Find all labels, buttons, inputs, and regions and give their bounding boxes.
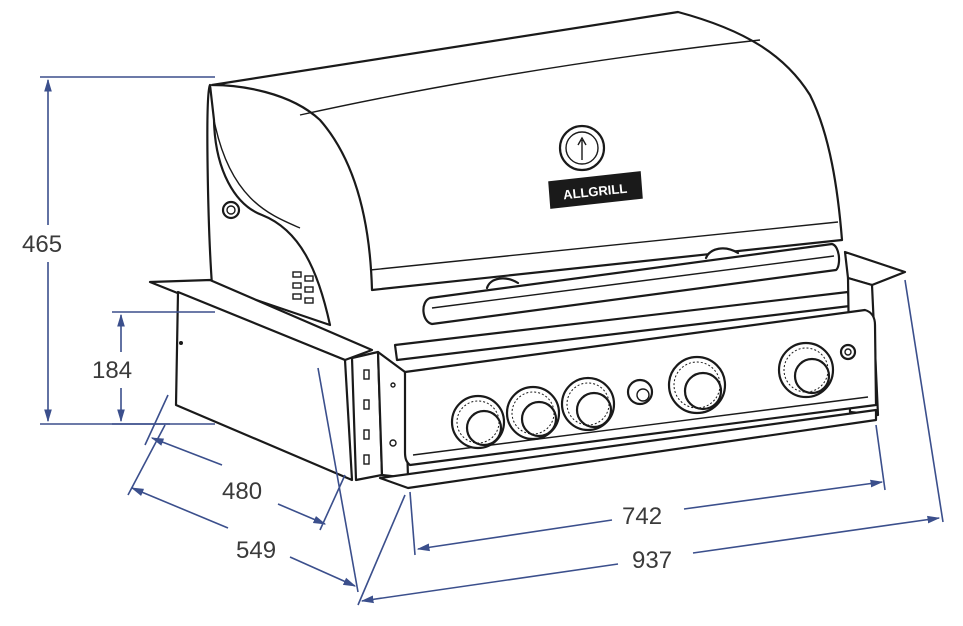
bottom-rail (378, 408, 878, 490)
dimension-lines (40, 76, 944, 606)
depth-body-label: 480 (222, 478, 262, 505)
burner-knob-4 (667, 355, 727, 415)
dimension-labels: 465 184 480 549 742 937 (22, 231, 672, 574)
insulation-jacket (174, 290, 354, 482)
burner-knob-2 (505, 385, 561, 441)
width-body-label: 742 (622, 503, 662, 530)
grill-illustration: ALLGRILL (148, 10, 907, 490)
thermometer-icon (558, 124, 606, 172)
hood-handle (422, 242, 841, 326)
control-knobs (450, 341, 857, 450)
brand-badge: ALLGRILL (548, 171, 643, 209)
width-total-label: 937 (632, 547, 672, 574)
handle-post-left (485, 277, 520, 290)
side-bracket (350, 350, 384, 482)
burner-knob-1 (450, 394, 506, 450)
bracket-slots (363, 369, 397, 465)
hood-side-cap (206, 83, 332, 327)
height-body-label: 184 (92, 357, 132, 384)
light-switch (839, 343, 857, 361)
handle-post-right (704, 247, 740, 260)
rear-burner-knob (777, 341, 835, 399)
burner-knob-3 (560, 376, 616, 432)
side-vents (292, 271, 314, 304)
depth-total-label: 549 (236, 537, 276, 564)
height-total-label: 465 (22, 231, 62, 258)
brand-label: ALLGRILL (562, 181, 628, 203)
hood-pivot-bolt (221, 200, 241, 220)
igniter-button (626, 378, 654, 406)
grill-hood (210, 10, 844, 292)
